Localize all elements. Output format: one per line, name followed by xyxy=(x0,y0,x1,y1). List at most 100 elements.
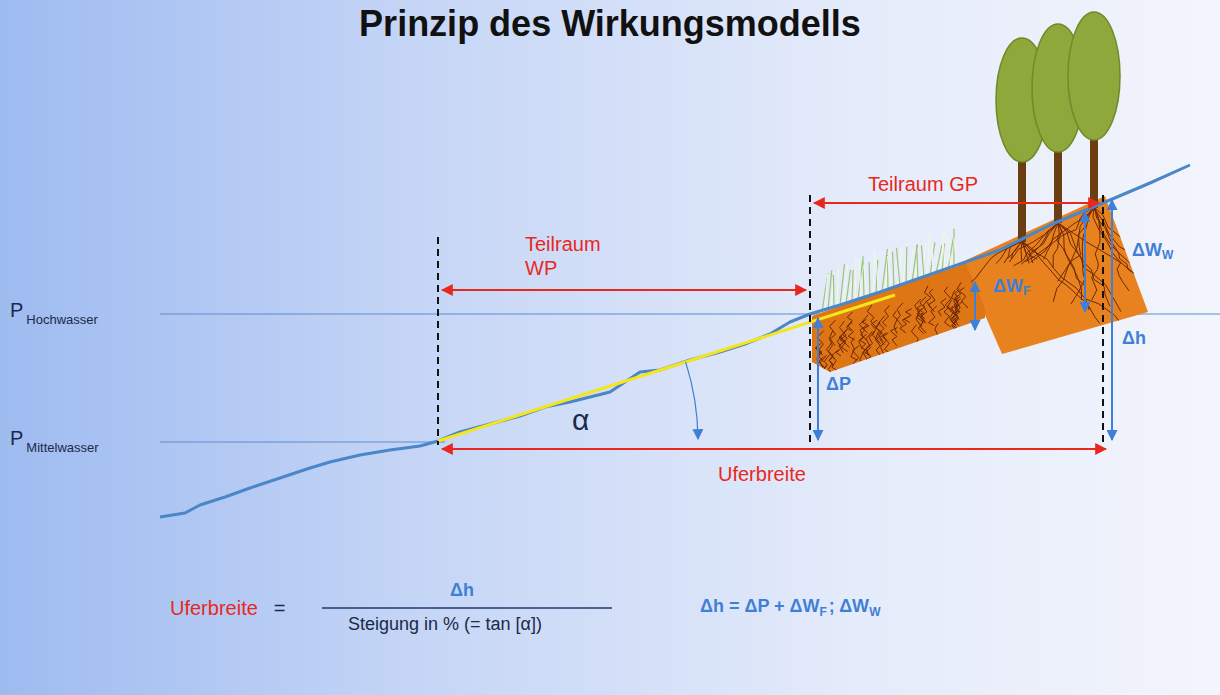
root-strand xyxy=(836,335,842,356)
dimension-label: Uferbreite xyxy=(718,462,806,486)
slope-line xyxy=(438,295,895,441)
reed-blade xyxy=(927,234,930,277)
reed-blade xyxy=(893,252,894,288)
reed-blade xyxy=(888,256,891,289)
root-strand xyxy=(938,298,946,316)
reed-blade xyxy=(863,256,864,298)
dimension-subscript: W xyxy=(1162,248,1173,262)
root-strand xyxy=(883,306,890,327)
dimension-label: ΔW xyxy=(993,276,1023,298)
dimension-arrow xyxy=(974,282,976,330)
root-strand xyxy=(904,309,912,323)
root-strand xyxy=(852,345,859,366)
root-strand xyxy=(926,241,1022,316)
root-strand xyxy=(820,355,826,376)
root-strand xyxy=(851,338,858,360)
root-strand xyxy=(921,300,928,322)
root-strand xyxy=(1022,241,1100,323)
reed-blade xyxy=(903,243,907,285)
root-strand xyxy=(883,333,891,354)
root-strand xyxy=(832,350,838,371)
root-strand xyxy=(862,315,869,333)
dimension-arrow xyxy=(1111,200,1113,440)
reed-blade xyxy=(905,247,907,284)
root-strand xyxy=(878,316,884,341)
reed-blade xyxy=(859,259,861,299)
terrain-profile xyxy=(160,165,1190,517)
boundary-line xyxy=(437,237,439,445)
root-strand xyxy=(915,299,922,326)
fraction-bar xyxy=(322,607,612,609)
water-level-subscript: Hochwasser xyxy=(26,312,98,328)
root-strand xyxy=(891,328,898,346)
root-strand xyxy=(876,322,884,345)
reed-blade xyxy=(896,248,900,286)
root-strand xyxy=(1057,223,1082,300)
root-strand xyxy=(1021,241,1023,261)
formula-denominator: Steigung in % (= tan [α]) xyxy=(348,614,542,636)
reed-blade xyxy=(852,270,853,302)
formula-operator: = xyxy=(274,596,286,620)
dimension-label: Δh xyxy=(1122,328,1146,350)
water-level-symbol: P xyxy=(10,298,23,322)
reed-blade xyxy=(837,268,838,307)
reed-blade xyxy=(912,244,917,282)
reed-blade xyxy=(882,249,887,292)
water-level-symbol: P xyxy=(10,426,23,450)
diagram-title: Prinzip des Wirkungsmodells xyxy=(0,2,1220,45)
root-strand xyxy=(1094,207,1189,289)
root-strand xyxy=(952,305,958,330)
reed-blade xyxy=(921,242,927,279)
reed-blade xyxy=(932,245,934,275)
reed-blade xyxy=(917,245,918,280)
boundary-line xyxy=(809,195,811,445)
reed-blade xyxy=(930,242,935,276)
angle-label: α xyxy=(572,402,589,438)
tree-trunk xyxy=(1018,150,1026,242)
tree-crown xyxy=(1068,12,1120,140)
extent-arrow xyxy=(442,289,806,291)
reed-blade xyxy=(831,272,834,309)
reed-blade xyxy=(948,237,951,269)
reed-blade xyxy=(864,265,867,297)
dimension-arrow xyxy=(817,318,819,440)
root-strand xyxy=(955,282,961,304)
root-strand xyxy=(944,306,951,327)
root-strand xyxy=(1058,223,1169,292)
root-strand xyxy=(822,354,830,374)
trees xyxy=(996,12,1120,242)
root-strand xyxy=(864,331,873,355)
water-level-subscript: Mittelwasser xyxy=(26,440,98,456)
region-label: Teilraum WP xyxy=(525,232,620,280)
reed-plants xyxy=(822,229,957,312)
boundary-line xyxy=(1102,195,1104,445)
reed-blade xyxy=(822,273,828,312)
formula-term: ; ΔW xyxy=(829,596,869,618)
extent-arrow xyxy=(814,202,1099,204)
reed-blade xyxy=(921,245,924,278)
root-strand xyxy=(847,312,853,331)
root-strand xyxy=(893,311,897,334)
dimension-label: ΔW xyxy=(1132,240,1162,262)
root-strand xyxy=(932,323,939,348)
reed-blade xyxy=(869,262,871,296)
root-strand xyxy=(928,289,935,312)
root-strand xyxy=(860,352,867,377)
tree-roots xyxy=(926,207,1190,327)
reed-blade xyxy=(855,259,856,301)
formula-term: Uferbreite xyxy=(170,596,258,620)
reed-blade xyxy=(876,255,879,293)
formula-term: Δh = ΔP + ΔW xyxy=(700,596,820,618)
reed-blade xyxy=(943,235,945,271)
reed-blade xyxy=(873,251,874,295)
mean-water-line xyxy=(160,441,445,442)
root-strand xyxy=(867,305,876,328)
reed-blade xyxy=(897,248,902,287)
reed-blade xyxy=(825,274,828,311)
formula-subscript: F xyxy=(820,605,827,619)
root-strand xyxy=(841,329,848,352)
extent-arrow xyxy=(442,448,1106,450)
tree-trunk xyxy=(1090,130,1098,208)
